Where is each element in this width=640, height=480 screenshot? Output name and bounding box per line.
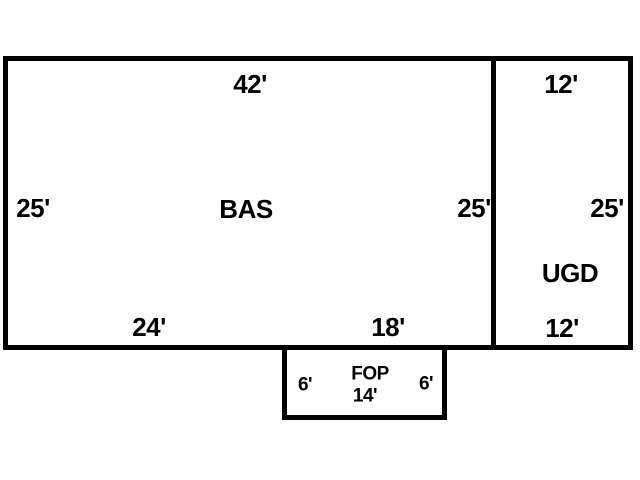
- bas-right-dimension: 25': [457, 193, 491, 223]
- ugd-bottom-dimension: 12': [545, 313, 579, 343]
- bas-bottom-right-dimension: 18': [371, 312, 405, 342]
- fop-right-dimension: 6': [418, 373, 434, 395]
- fop-area-label: FOP: [351, 363, 389, 385]
- bas-top-dimension: 42': [233, 69, 267, 99]
- fop-porch-outline: [282, 345, 447, 420]
- fop-bottom-dimension: 14': [352, 385, 378, 407]
- main-building-outline: [3, 56, 633, 350]
- ugd-area-label: UGD: [541, 258, 599, 288]
- bas-ugd-divider-wall: [491, 56, 496, 350]
- ugd-top-dimension: 12': [544, 69, 578, 99]
- bas-bottom-left-dimension: 24': [132, 312, 166, 342]
- ugd-right-dimension: 25': [590, 193, 624, 223]
- fop-left-dimension: 6': [297, 374, 313, 396]
- bas-area-label: BAS: [219, 194, 273, 224]
- bas-left-dimension: 25': [16, 193, 50, 223]
